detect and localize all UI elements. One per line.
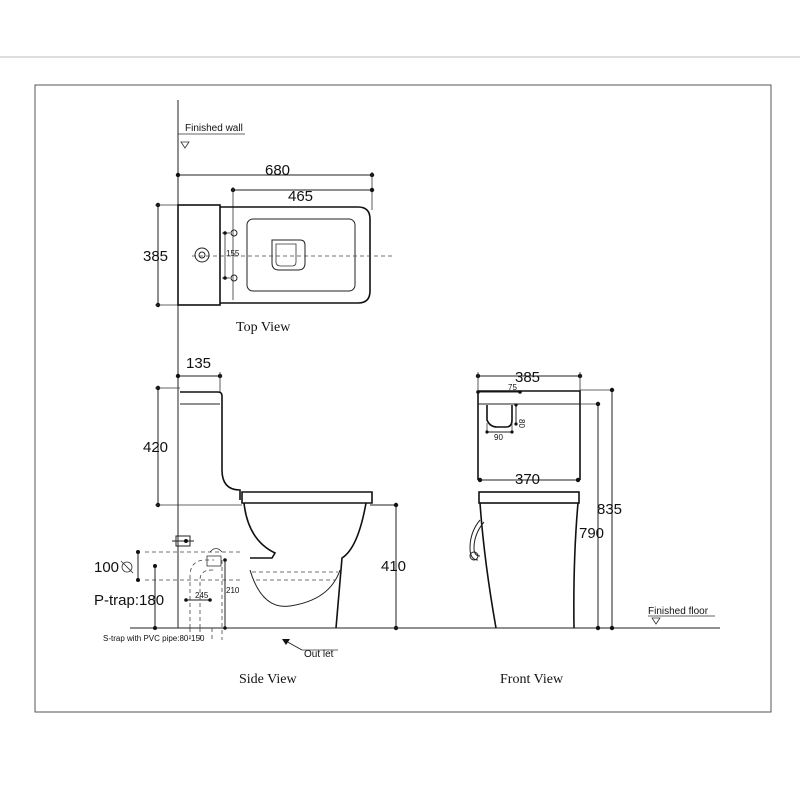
finished-floor-label: Finished floor (648, 606, 709, 617)
dim-80: 80 (517, 419, 526, 428)
front-view-title: Front View (500, 672, 564, 687)
top-view-title: Top View (236, 320, 291, 335)
dim-835: 835 (597, 501, 622, 518)
dim-420: 420 (143, 439, 168, 456)
dim-370: 370 (515, 471, 540, 488)
dim-90: 90 (494, 433, 503, 442)
drawing-frame (34, 84, 772, 713)
dim-410: 410 (381, 558, 406, 575)
side-view-title: Side View (239, 672, 298, 687)
front-view: 385 75 90 80 370 (469, 369, 715, 687)
dim-680: 680 (265, 162, 290, 179)
dim-135: 135 (186, 355, 211, 372)
dim-465: 465 (288, 188, 313, 205)
dim-385-front: 385 (515, 369, 540, 386)
dim-210: 210 (226, 586, 240, 595)
finished-wall-label: Finished wall (185, 123, 243, 134)
dim-75: 75 (508, 383, 517, 392)
finished-wall-marker: Finished wall (177, 100, 245, 628)
top-view: 680 465 385 155 Top View (143, 162, 392, 335)
dim-790: 790 (579, 525, 604, 542)
dim-155: 155 (226, 249, 240, 258)
diameter-icon (121, 561, 133, 573)
dim-245: 245 (195, 591, 209, 600)
s-trap-note: S-trap with PVC pipe:80-150 (103, 634, 205, 643)
dim-100: 100 (94, 559, 119, 576)
dim-p-trap: P-trap:180 (94, 592, 164, 609)
dim-385-top: 385 (143, 248, 168, 265)
side-view: 135 420 410 (94, 355, 720, 687)
outlet-label: Out let (304, 649, 334, 660)
